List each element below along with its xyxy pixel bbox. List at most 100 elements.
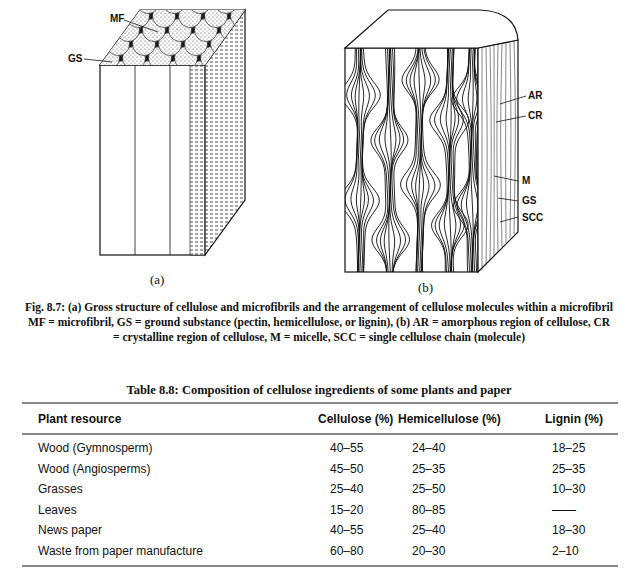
cellulose-strands [345, 48, 478, 272]
figure-caption: Fig. 8.7: (a) Gross structure of cellulo… [24, 300, 614, 345]
leader-line [500, 96, 526, 104]
microfibril-section [237, 33, 260, 56]
cellulose-chain [494, 46, 495, 257]
cellulose-chain [392, 48, 406, 272]
microfibril-section [217, 61, 240, 84]
microfibril-section [247, 19, 270, 42]
table-cell: 40–55 [330, 523, 363, 537]
microfibril-section [215, 0, 238, 14]
side-strands [482, 42, 515, 270]
microfibril-section [101, 5, 124, 28]
cellulose-chain [430, 48, 448, 272]
table-cell: 20–30 [412, 544, 445, 558]
cellulose-chain [501, 44, 502, 248]
microfibril-section [163, 0, 186, 14]
table-header: Plant resource [38, 412, 121, 426]
table-cell: 25–35 [412, 462, 445, 476]
microfibril-sections [61, 0, 290, 84]
microfibril-section [127, 5, 150, 28]
microfibril-section [231, 5, 254, 28]
cellulose-chain [510, 42, 512, 238]
cellulose-chain [482, 48, 483, 270]
leader-line [124, 20, 158, 32]
cellulose-chain [375, 48, 389, 272]
leader-line [84, 59, 112, 62]
cellulose-chain [401, 48, 418, 272]
table-cell: 24–40 [412, 441, 445, 455]
cellulose-chain [379, 48, 389, 272]
section-hatch [190, 65, 205, 255]
microfibril-section [267, 0, 290, 14]
table-cell: 18–25 [552, 441, 585, 455]
cellulose-chain [486, 47, 487, 265]
cellulose-chain [384, 48, 390, 272]
cellulose-chain [439, 48, 449, 272]
table-cell: Grasses [38, 482, 83, 496]
table-cell: 60–80 [330, 544, 363, 558]
microfibril-section [257, 5, 280, 28]
microfibril-section [241, 0, 264, 14]
microfibril-section [227, 47, 250, 70]
microfibril-section [179, 5, 202, 28]
callout-label: GS [522, 195, 536, 206]
cellulose-chain [410, 48, 419, 272]
table-header: Hemicellulose (%) [398, 412, 501, 426]
cellulose-chain [371, 48, 388, 272]
leader-line [496, 116, 526, 122]
callout-label: AR [528, 90, 542, 101]
table-rule [22, 434, 618, 435]
cellulose-chain [451, 48, 461, 272]
table-cell: 10–30 [552, 482, 585, 496]
table-cell: News paper [38, 523, 102, 537]
leader-line [498, 198, 518, 201]
table-cell: 45–50 [330, 462, 363, 476]
cellulose-chain [406, 48, 418, 272]
callout-label: M [522, 175, 530, 186]
cellulose-chain [461, 48, 471, 272]
side-face [478, 40, 518, 272]
table-title: Table 8.8: Composition of cellulose ingr… [0, 383, 638, 398]
table-header: Cellulose (%) [318, 412, 393, 426]
table-header: Lignin (%) [545, 412, 603, 426]
cellulose-chain [345, 48, 358, 272]
cellulose-chain [391, 48, 401, 272]
cellulose-chain [420, 48, 425, 272]
table-cell: Leaves [38, 503, 77, 517]
callout-label: SCC [522, 212, 543, 223]
top-face [345, 10, 518, 48]
table-cell: 25–50 [412, 482, 445, 496]
callout-label: GS [68, 53, 82, 64]
cellulose-chain [497, 45, 498, 252]
table-cell: Wood (Gymnosperm) [38, 441, 152, 455]
front-face [100, 65, 205, 255]
table-cell: —— [552, 503, 576, 517]
fibril-edge [135, 65, 136, 255]
table-cell: 18–30 [552, 523, 585, 537]
table-cell: 2–10 [552, 544, 579, 558]
fibril-edge [170, 65, 171, 255]
table-rule [22, 565, 618, 566]
cellulose-chain [466, 48, 472, 272]
table-rule [22, 402, 618, 403]
leader-line [494, 176, 518, 181]
cellulose-chain [453, 48, 469, 272]
table-cell: 80–85 [412, 503, 445, 517]
leader-line [500, 217, 518, 222]
panel-label: (a) [150, 272, 164, 288]
table-cell: 40–55 [330, 441, 363, 455]
microfibril-block [61, 0, 290, 255]
micelle-block [340, 10, 518, 280]
microfibril-section [81, 33, 104, 56]
cellulose-chain [490, 46, 491, 261]
cellulose-chain [514, 42, 515, 234]
microfibril-section [189, 0, 212, 14]
microfibril-section [111, 0, 134, 14]
table-cell: 25–40 [412, 523, 445, 537]
cellulose-chain [505, 43, 506, 243]
table-cell: 15–20 [330, 503, 363, 517]
table-cell: Waste from paper manufacture [38, 544, 203, 558]
cellulose-chain [345, 48, 358, 272]
table-cell: 25–35 [552, 462, 585, 476]
table-cell: Wood (Angiosperms) [38, 462, 151, 476]
callout-label: MF [110, 13, 124, 24]
